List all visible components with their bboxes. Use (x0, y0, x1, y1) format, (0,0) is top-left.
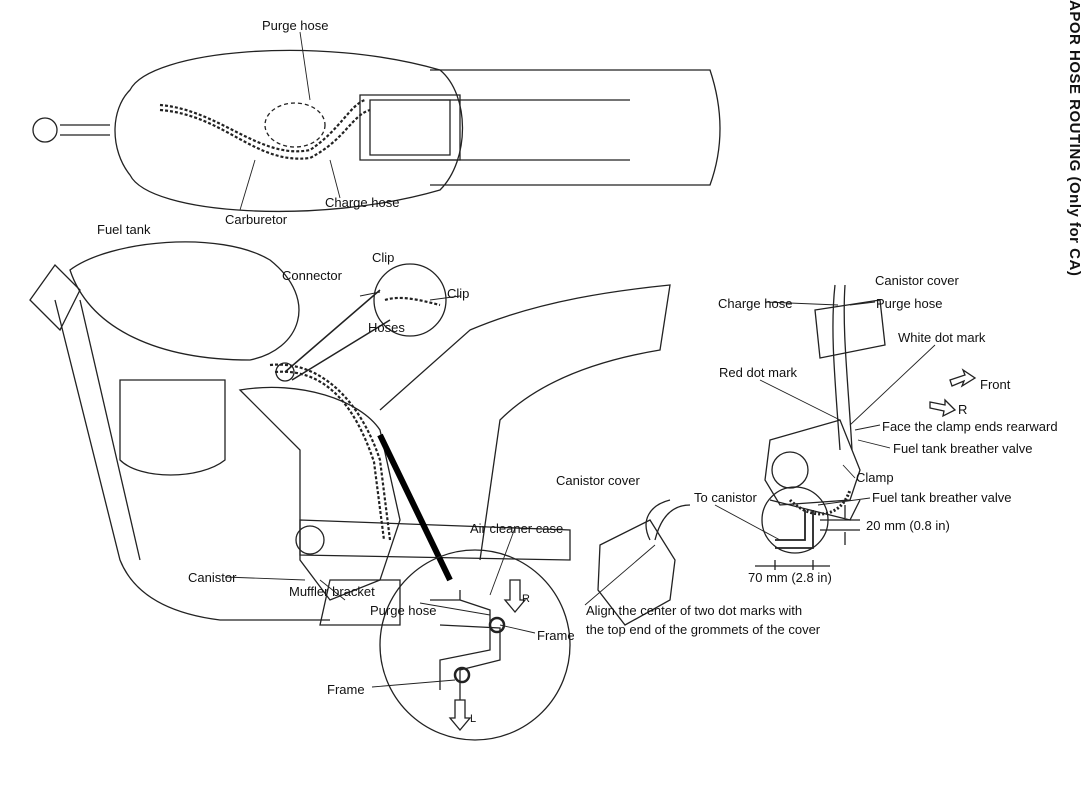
front-arrow (949, 368, 977, 388)
carburetor-shape (264, 102, 326, 148)
label-clamp: Clamp (856, 470, 894, 485)
label-canistor-cover-right: Canistor cover (875, 273, 959, 288)
label-align-note-1: Align the center of two dot marks with (586, 603, 803, 618)
label-connector: Connector (282, 268, 342, 283)
label-white-dot-mark: White dot mark (898, 330, 986, 345)
label-carburetor: Carburetor (225, 212, 288, 227)
label-hoses: Hoses (368, 320, 405, 335)
label-charge-hose-top: Charge hose (325, 195, 400, 210)
label-breather-valve: Fuel tank breather valve (893, 441, 1033, 456)
rear-fender-shape (430, 69, 721, 186)
label-clip-1: Clip (372, 250, 395, 265)
label-purge-hose-right: Purge hose (876, 296, 943, 311)
cover-detail-drawing (597, 499, 691, 626)
label-red-dot-mark: Red dot mark (719, 365, 798, 380)
leader-lines (224, 31, 936, 688)
label-clamp-note: Face the clamp ends rearward (882, 419, 1058, 434)
label-charge-hose-right: Charge hose (718, 296, 793, 311)
canistor-shape (319, 579, 401, 626)
label-dim-70: 70 mm (2.8 in) (748, 570, 832, 585)
air-cleaner-detail (379, 549, 571, 741)
label-mark-r: R (522, 593, 530, 605)
arrow-r (503, 579, 527, 614)
label-clip-2: Clip (447, 286, 470, 301)
label-r: R (958, 402, 968, 417)
fuel-tank-shape (114, 49, 464, 213)
label-fuel-tank: Fuel tank (97, 222, 151, 237)
clip-detail-circle (373, 263, 447, 337)
arrow-l (448, 699, 472, 732)
pivot (295, 525, 325, 555)
label-mark-l: L (470, 713, 477, 725)
valve-detail-drawing (755, 486, 860, 570)
label-breather-valve-detail: Fuel tank breather valve (872, 490, 1012, 505)
side-view-drawing (29, 241, 671, 626)
label-canistor: Canistor (188, 570, 237, 585)
top-view-drawing (32, 49, 721, 213)
label-purge-hose-top: Purge hose (262, 18, 329, 33)
label-to-canistor: To canistor (694, 490, 757, 505)
label-purge-hose-detail: Purge hose (370, 603, 437, 618)
label-dim-20: 20 mm (0.8 in) (866, 518, 950, 533)
label-muffler-bracket: Muffler bracket (289, 584, 375, 599)
label-front: Front (980, 377, 1011, 392)
side-fuel-tank (69, 241, 300, 361)
label-align-note-2: the top end of the grommets of the cover (586, 622, 821, 637)
headlight-shape (32, 117, 58, 143)
rear-fender-side (379, 284, 671, 561)
label-canistor-cover-center: Canistor cover (556, 473, 640, 488)
swingarm (299, 519, 571, 561)
label-air-cleaner-case: Air cleaner case (470, 521, 564, 536)
page-title: APOR HOSE ROUTING (Only for CA) (1066, 0, 1083, 277)
frame-box (359, 94, 461, 161)
engine-block (119, 379, 226, 476)
canistor-cover-shape (814, 299, 886, 359)
label-frame-bottom: Frame (327, 682, 365, 697)
label-frame-right: Frame (537, 628, 575, 643)
r-arrow (929, 398, 957, 418)
